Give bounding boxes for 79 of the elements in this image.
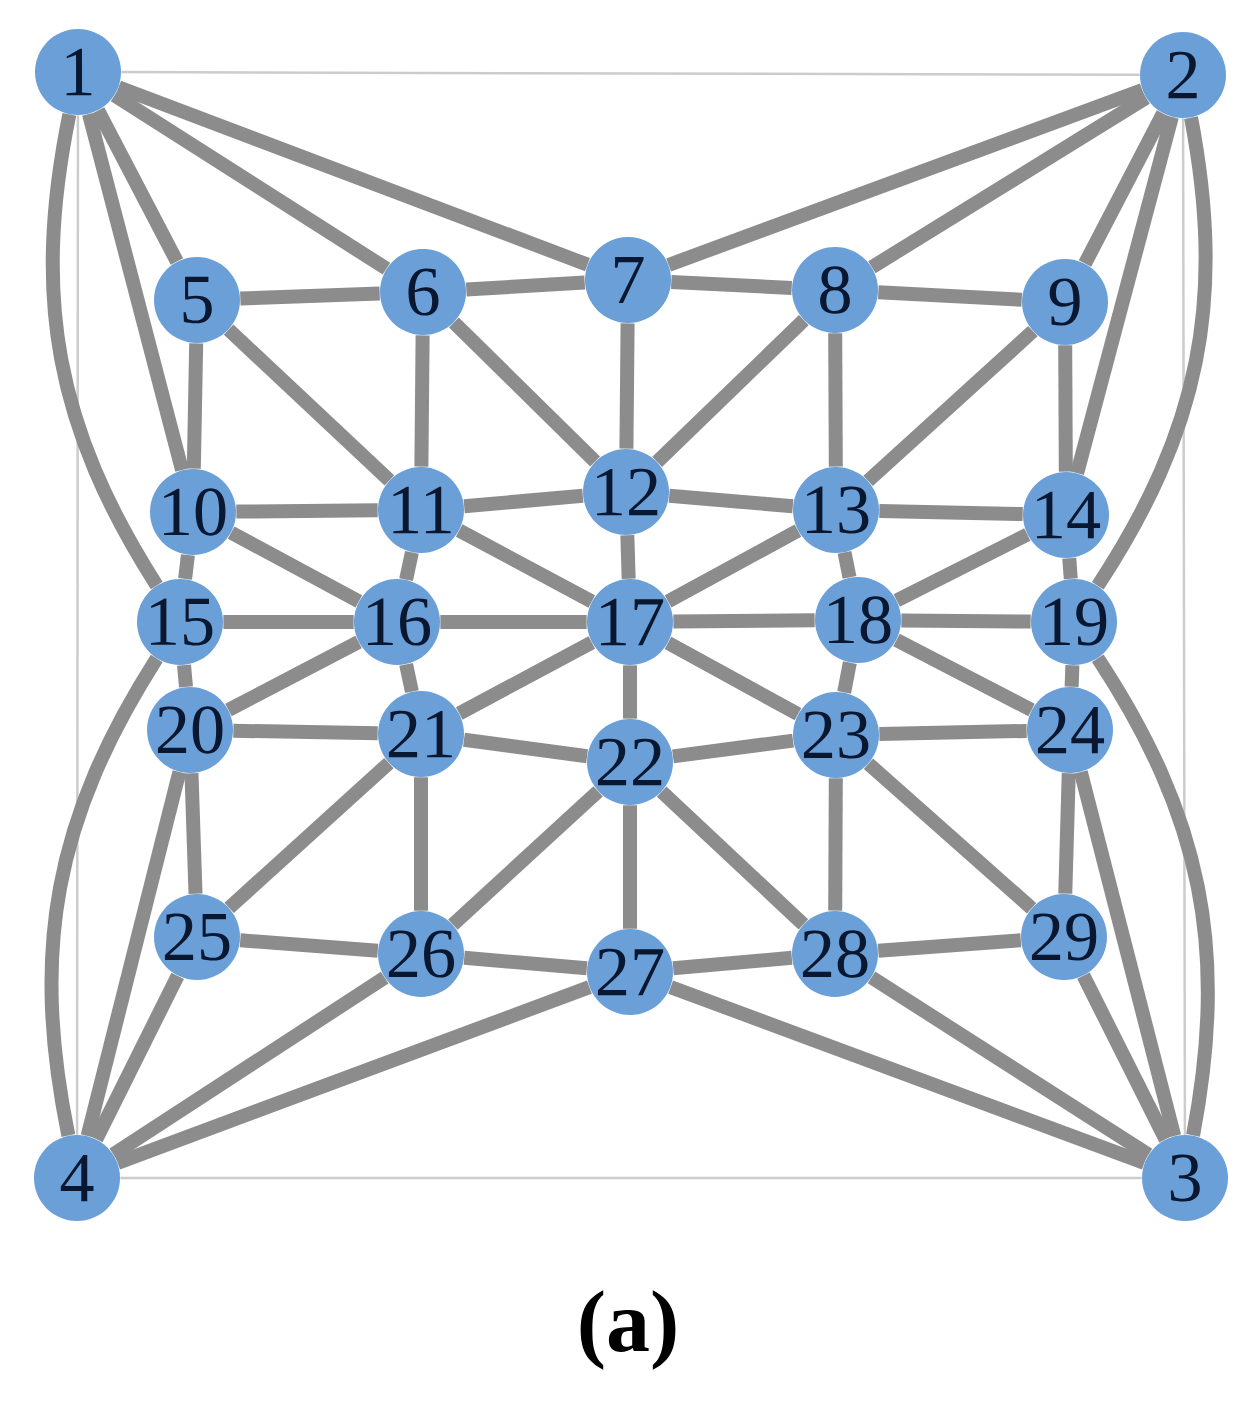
edge-line [1077, 972, 1172, 1143]
edge-line [623, 805, 637, 929]
edge-line [184, 773, 203, 894]
edge-line [90, 972, 184, 1143]
edge-line [863, 325, 1038, 486]
edge-line [177, 664, 193, 688]
edge-line [186, 343, 204, 469]
edge-line [110, 89, 391, 275]
edge-line [465, 275, 586, 297]
edge-line [1058, 345, 1073, 472]
edge-line [837, 661, 857, 694]
edge-line [223, 324, 395, 486]
edge-line [1091, 654, 1215, 1137]
edge-line [664, 636, 802, 721]
edge-line [893, 528, 1031, 607]
edge-line [399, 550, 419, 582]
edge-line [440, 615, 587, 629]
edge-line [1181, 118, 1187, 1135]
edge-line [672, 733, 794, 764]
edge-line [1091, 116, 1213, 590]
edge-line [668, 980, 1147, 1170]
edge-line [877, 933, 1022, 958]
edge-line [239, 933, 379, 958]
edge-line [879, 503, 1023, 522]
edge-line [670, 275, 793, 295]
edge-line [656, 786, 809, 930]
edge-line [619, 323, 635, 449]
edge-line [223, 615, 354, 629]
edge-line [623, 665, 637, 719]
edge-line [893, 633, 1035, 717]
edge-line [120, 1176, 1142, 1180]
edge-line [877, 285, 1023, 307]
edge-line [414, 335, 430, 467]
edge-line [82, 112, 189, 472]
edge-line [828, 333, 843, 467]
edge-line [233, 723, 378, 741]
edge-line [1058, 773, 1076, 894]
edge-line [463, 732, 588, 764]
edge-line [1062, 557, 1078, 580]
edge-line [227, 526, 363, 608]
edge-line [121, 70, 1140, 77]
edge-line [240, 286, 380, 306]
edge-line [868, 91, 1150, 274]
edge-line [75, 115, 80, 1135]
edge-line [828, 778, 843, 911]
edge-line [863, 758, 1037, 914]
edge-line [399, 662, 419, 694]
edge-line [80, 770, 187, 1138]
edge-line [44, 654, 163, 1137]
edge-line [46, 113, 163, 590]
edge-line [673, 613, 815, 629]
edge-line [455, 524, 596, 608]
edge-line [664, 524, 802, 608]
edge-line [224, 757, 394, 914]
edge-line [178, 554, 195, 580]
edge-line [901, 613, 1031, 629]
edge-line [225, 635, 362, 717]
edge-line [837, 551, 857, 579]
edge-line [879, 723, 1027, 742]
edge-line [236, 503, 378, 519]
edge-line [116, 80, 590, 272]
caption: (a) [580, 1290, 676, 1370]
edge-line [463, 950, 588, 976]
edge-line [448, 786, 603, 930]
edge-line [867, 971, 1153, 1161]
edge-line [1064, 665, 1080, 687]
edge-line [115, 980, 592, 1170]
edge-line [1074, 770, 1181, 1138]
edge-line [448, 317, 601, 467]
edge-line [463, 488, 584, 514]
edge-line [652, 315, 809, 467]
edge-line [414, 777, 428, 911]
edge-line [109, 971, 389, 1161]
edge-line [672, 950, 793, 976]
edge-line [1070, 115, 1179, 475]
edge-line [620, 535, 636, 579]
edge-line [455, 636, 596, 720]
edge-line [666, 83, 1145, 272]
edge-line [668, 488, 794, 514]
